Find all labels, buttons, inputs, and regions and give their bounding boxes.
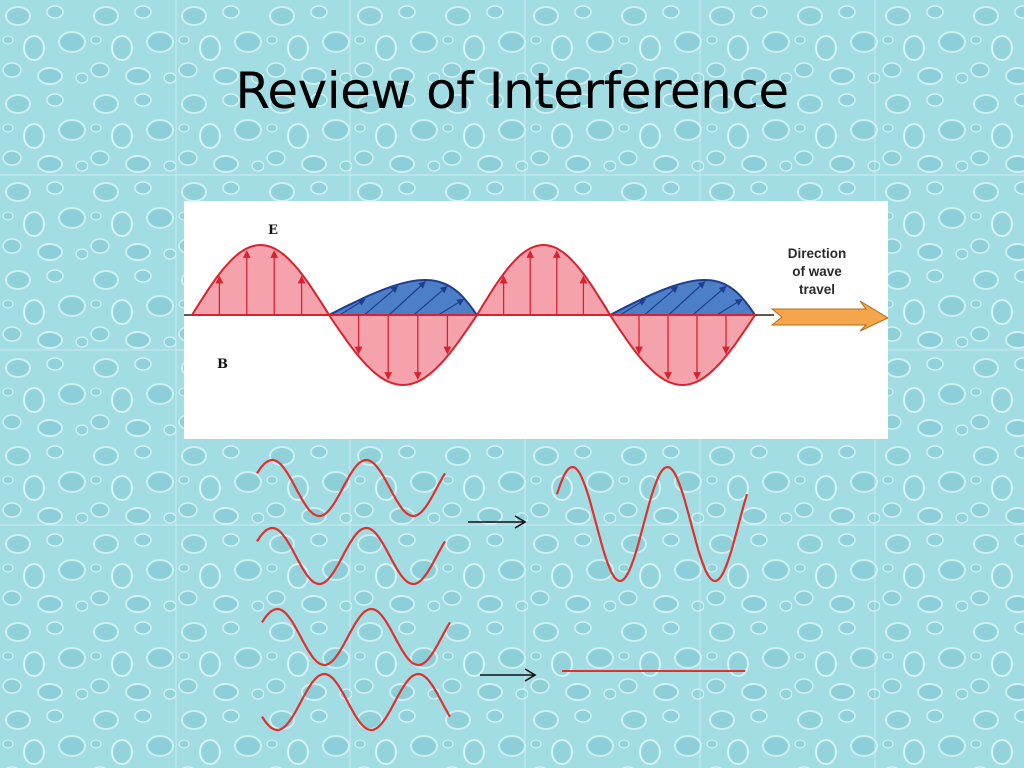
result-arrow: [468, 515, 527, 529]
em-wave-graphic: [184, 243, 888, 387]
input-wave-2: [256, 526, 446, 586]
e-field-lobe: [327, 314, 479, 387]
b-field-lobe: [609, 278, 757, 316]
destructive-interference-example: [261, 607, 745, 732]
constructive-interference-example: [256, 458, 749, 586]
em-wave-diagram: E B Direction of wave travel: [184, 201, 888, 439]
resultant-wave: [555, 465, 749, 583]
direction-label-line-3: travel: [798, 282, 836, 297]
e-field-label: E: [268, 223, 278, 238]
e-field-lobe: [190, 243, 331, 316]
direction-label-line-2: of wave: [792, 264, 842, 279]
b-field-label: B: [217, 357, 228, 372]
e-field-lobe: [608, 314, 757, 387]
direction-arrow: [770, 300, 888, 332]
e-field-lobe: [475, 243, 612, 316]
result-arrow: [480, 668, 537, 682]
input-wave-1: [256, 458, 446, 518]
input-wave-1: [261, 607, 451, 667]
slide-title: Review of Interference: [235, 62, 789, 120]
input-wave-2-inverted: [261, 672, 451, 732]
b-field-lobe: [328, 278, 479, 316]
direction-label-line-1: Direction: [787, 246, 847, 261]
direction-of-travel-label: Direction of wave travel: [776, 245, 858, 299]
